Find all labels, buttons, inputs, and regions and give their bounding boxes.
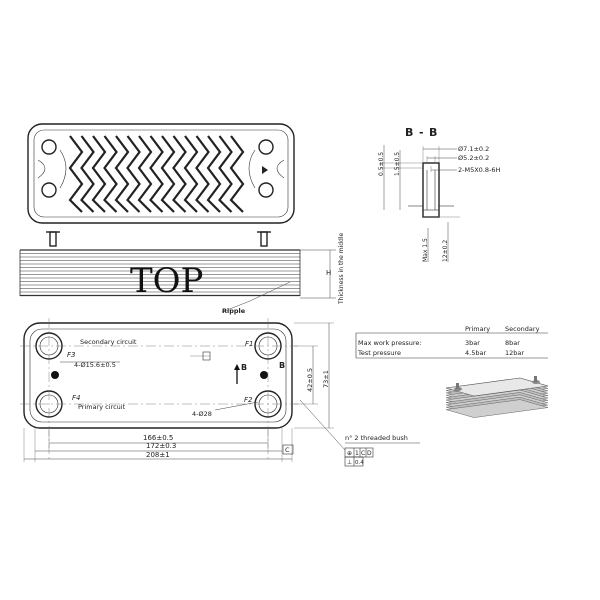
section-dash: -	[419, 126, 424, 139]
chevron-line	[183, 135, 199, 213]
dim-172: 172±0.3	[146, 442, 176, 450]
chevron-line	[160, 135, 176, 213]
section-b-b: B - B Ø7.1±0.2 Ø5.2±0.2 2-M5X0.8-6H 0.5±…	[378, 126, 500, 262]
c-box-label: C	[285, 446, 290, 454]
f1-label: F1	[245, 340, 253, 348]
plate-side-view: TOP Ripple H Thickness in the middle	[19, 231, 345, 315]
thickness-note: Thickness in the middle	[338, 233, 345, 305]
chevron-line	[91, 135, 107, 213]
chevron-line	[68, 135, 84, 213]
pressure-table-cell: Test pressure	[357, 349, 401, 357]
dim-166: 166±0.5	[143, 434, 173, 442]
dim-max15: Max 1.5	[422, 238, 429, 262]
tol-datum-d: D	[367, 450, 372, 457]
chevron-line	[149, 135, 164, 213]
chevron-line	[229, 135, 245, 213]
dim-42: 42±0.5	[306, 368, 314, 392]
plate-bottom-view: Secondary circuit Primary circuit F3 F1 …	[20, 318, 346, 462]
dim-05: 0.5±0.5	[378, 152, 385, 176]
secondary-circuit-label: Secondary circuit	[80, 338, 137, 346]
threaded-bush-note: n° 2 threaded bush	[345, 434, 408, 442]
chevron-line	[103, 135, 118, 213]
top-label: TOP	[130, 261, 203, 301]
holes-large-callout: 4-Ø15.6±0.5	[74, 361, 116, 369]
bush-dot-left	[51, 371, 59, 379]
chevron-line	[126, 135, 141, 213]
pressure-table-cell: 8bar	[505, 339, 520, 347]
chevron-line	[80, 135, 95, 213]
pressure-table-cell: 12bar	[505, 349, 524, 357]
pressure-table-cell: 3bar	[465, 339, 480, 347]
h-label: H	[326, 269, 331, 277]
chevron-line	[137, 135, 153, 213]
dim-thread: 2-M5X0.8-6H	[458, 166, 500, 174]
chevron-line	[218, 135, 233, 213]
tol-datum-c: C	[361, 450, 365, 457]
f2-label: F2	[244, 396, 253, 404]
pressure-table-header: Primary	[465, 325, 490, 333]
section-b-right: B	[429, 126, 437, 139]
primary-circuit-label: Primary circuit	[78, 403, 126, 411]
chevron-line	[206, 135, 222, 213]
dim-12: 12±0.2	[442, 240, 449, 262]
tol-position-symbol: ⊕	[347, 450, 352, 457]
chevron-line	[114, 135, 130, 213]
iso-plate-layer	[445, 399, 549, 418]
pressure-table-cell: Max work pressure:	[358, 339, 422, 347]
holes-small-callout: 4-Ø28	[192, 410, 212, 418]
dim-phi52: Ø5.2±0.2	[458, 154, 489, 162]
pressure-table-cell: 4.5bar	[465, 349, 486, 357]
f4-label: F4	[72, 394, 80, 402]
plate-top-view	[27, 123, 295, 224]
dim-73: 73±1	[322, 370, 330, 388]
tolerance-block: n° 2 threaded bush ⊕ 1 C D ⊥ 0.4	[344, 434, 420, 467]
tol-perp-symbol: ⊥	[347, 459, 352, 466]
side-plate-lines	[19, 249, 301, 297]
tol-perp-value: 0.4	[355, 460, 364, 466]
f3-label: F3	[67, 351, 75, 359]
section-b-left: B	[405, 126, 413, 139]
ripple-label: Ripple	[222, 307, 246, 315]
chevron-line	[195, 135, 210, 213]
bush-dot-right	[260, 371, 268, 379]
dim-phi71: Ø7.1±0.2	[458, 145, 489, 153]
product-isometric-view	[445, 376, 549, 418]
chevron-line	[172, 135, 187, 213]
dim-208: 208±1	[146, 451, 170, 459]
chevron-pattern	[68, 135, 245, 213]
tol-value: 1	[355, 450, 359, 457]
pressure-table-header: Secondary	[505, 325, 540, 333]
arrow-b-left: B	[241, 363, 247, 372]
arrow-b-right: B	[279, 361, 285, 370]
dim-15: 1.5±0.5	[394, 152, 401, 176]
